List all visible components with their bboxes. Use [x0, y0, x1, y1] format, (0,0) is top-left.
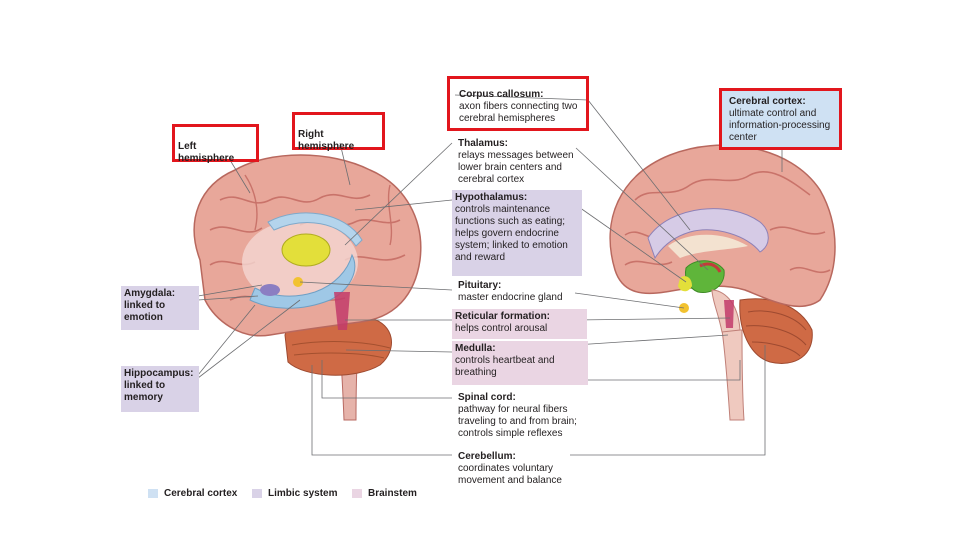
right-brain: [609, 144, 836, 421]
left-hemisphere-title: Left hemisphere: [178, 141, 235, 164]
thalamus-title: Thalamus:: [458, 138, 509, 149]
label-medulla: Medulla: controls heartbeat and breathin…: [452, 341, 588, 385]
right-hemisphere-title: Right hemisphere: [298, 129, 355, 152]
label-right-hemisphere: Right hemisphere: [292, 112, 385, 152]
reticular-formation-desc: helps control arousal: [455, 323, 548, 334]
label-corpus-callosum: Corpus callosum: axon fibers connecting …: [447, 76, 589, 131]
right-spinal-cord: [721, 329, 745, 421]
cerebellum-title: Cerebellum:: [458, 451, 516, 462]
corpus-callosum-desc: axon fibers connecting two cerebral hemi…: [459, 101, 578, 124]
pituitary-desc: master endocrine gland: [458, 292, 563, 303]
spinal-cord-title: Spinal cord:: [458, 392, 516, 403]
spinal-cord-desc: pathway for neural fibers traveling to a…: [458, 404, 577, 439]
label-reticular-formation: Reticular formation: helps control arous…: [452, 309, 587, 339]
right-cerebellum: [739, 298, 813, 364]
hippocampus-title: Hippocampus:: [124, 368, 194, 379]
hypothalamus-desc: controls maintenance functions such as e…: [455, 204, 568, 263]
legend-item-limbic-system: Limbic system: [252, 488, 337, 499]
label-cerebellum: Cerebellum: coordinates voluntary moveme…: [455, 449, 575, 487]
label-left-hemisphere: Left hemisphere: [172, 124, 259, 164]
right-corpus-callosum: [647, 208, 769, 260]
left-hippocampus: [249, 253, 356, 309]
reticular-formation-title: Reticular formation:: [455, 311, 551, 322]
cerebral-cortex-desc: ultimate control and information-process…: [729, 108, 831, 143]
leader-lines: [197, 94, 783, 456]
hypothalamus-title: Hypothalamus:: [455, 192, 528, 203]
cerebral-cortex-title: Cerebral cortex:: [729, 96, 806, 107]
left-pituitary: [293, 277, 303, 287]
medulla-title: Medulla:: [455, 343, 496, 354]
legend-label-limbic: Limbic system: [268, 488, 338, 499]
medulla-desc: controls heartbeat and breathing: [455, 355, 555, 378]
left-thalamus: [281, 233, 331, 267]
label-hypothalamus: Hypothalamus: controls maintenance funct…: [452, 190, 582, 276]
label-cerebral-cortex: Cerebral cortex: ultimate control and in…: [719, 88, 842, 150]
label-hippocampus: Hippocampus: linked to memory: [121, 366, 199, 412]
legend-label-brainstem: Brainstem: [368, 488, 417, 499]
hippocampus-desc: linked to memory: [124, 380, 166, 403]
pituitary-title: Pituitary:: [458, 280, 502, 291]
corpus-callosum-title: Corpus callosum:: [459, 89, 544, 100]
legend-swatch-cortex: [148, 489, 158, 498]
legend-swatch-brainstem: [352, 489, 362, 498]
legend-label-cortex: Cerebral cortex: [164, 488, 238, 499]
thalamus-desc: relays messages between lower brain cent…: [458, 150, 574, 185]
label-thalamus: Thalamus: relays messages between lower …: [455, 136, 585, 186]
legend-item-brainstem: Brainstem: [352, 488, 417, 499]
left-amygdala: [260, 284, 280, 296]
amygdala-title: Amygdala:: [124, 288, 176, 299]
left-brain: [193, 154, 422, 421]
legend-swatch-limbic: [252, 489, 262, 498]
cerebellum-desc: coordinates voluntary movement and balan…: [458, 463, 562, 486]
legend-item-cerebral-cortex: Cerebral cortex: [148, 488, 237, 499]
label-spinal-cord: Spinal cord: pathway for neural fibers t…: [455, 390, 585, 440]
label-pituitary: Pituitary: master endocrine gland: [455, 278, 585, 304]
amygdala-desc: linked to emotion: [124, 300, 166, 323]
label-amygdala: Amygdala: linked to emotion: [121, 286, 199, 330]
